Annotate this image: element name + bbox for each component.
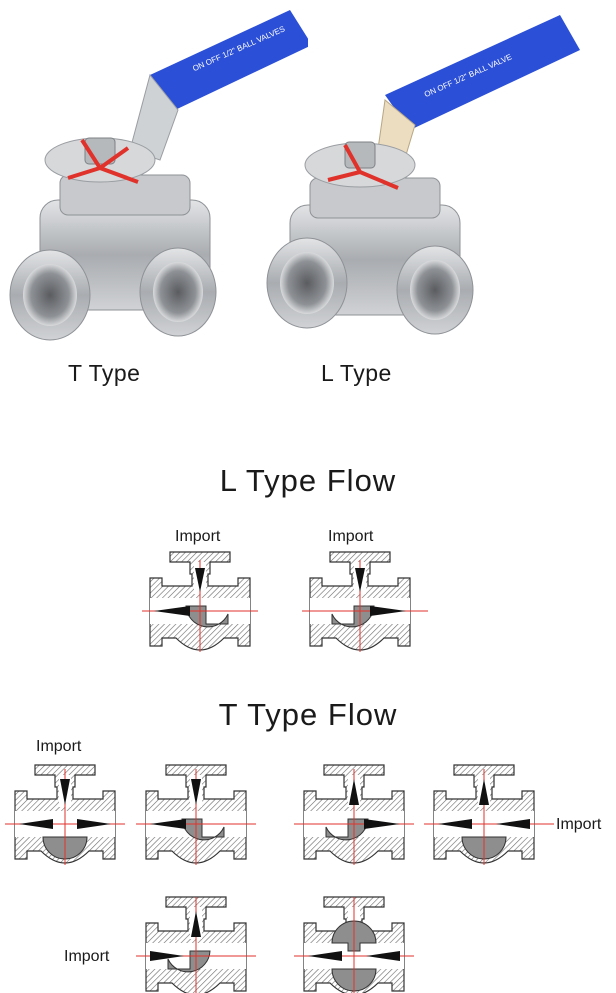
blue-handle [385, 15, 580, 130]
t-flow-diagram-6 [294, 896, 414, 993]
t-flow-diagram-1 [5, 764, 125, 865]
import-label: Import [556, 816, 602, 833]
t-flow-diagram-2 [136, 764, 256, 865]
l-type-flow-title: L Type Flow [219, 463, 397, 498]
l-flow-diagram-1 [142, 551, 258, 652]
t-flow-diagram-5 [136, 896, 256, 993]
l-type-valve-photo: ON OFF 1/2" BALL VALVE [266, 15, 580, 335]
t-type-valve-photo: ON OFF 1/2" BALL VALVES [9, 10, 308, 341]
t-type-flow-title: T Type Flow [218, 697, 398, 732]
t-type-caption: T Type [68, 360, 141, 386]
import-label: Import [328, 528, 374, 545]
import-label: Import [36, 738, 82, 755]
l-type-caption: L Type [321, 360, 392, 386]
blue-handle [150, 10, 308, 110]
import-label: Import [175, 528, 221, 545]
import-label: Import [64, 948, 110, 965]
l-flow-diagram-2 [302, 551, 428, 652]
t-flow-diagram-3 [294, 764, 414, 865]
t-flow-diagram-4 [424, 764, 554, 865]
